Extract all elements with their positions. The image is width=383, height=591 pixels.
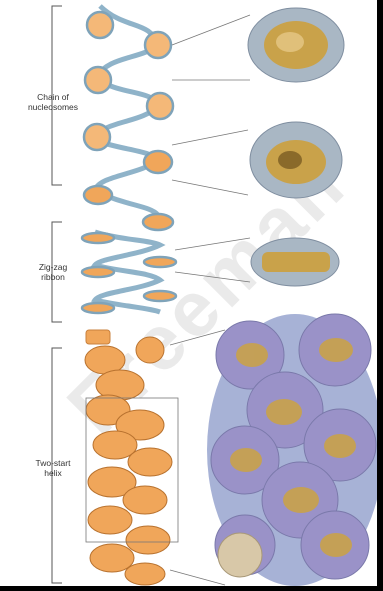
nucleosome [144, 291, 176, 301]
label-line: nucleosomes [18, 102, 88, 112]
nucleosome-structure-top [248, 8, 344, 82]
histone-core [320, 533, 352, 557]
histone-core [324, 434, 356, 458]
nucleosome-stack [88, 506, 132, 534]
nucleosome [82, 303, 114, 313]
label-line: Zig-zag [18, 262, 88, 272]
label-chain-of-nucleosomes: Chain of nucleosomes [18, 92, 88, 112]
nucleosome-stack [123, 486, 167, 514]
nucleosome [147, 93, 173, 119]
nucleosome [143, 214, 173, 230]
nucleosome [144, 151, 172, 173]
label-line: helix [18, 468, 88, 478]
figure-panel: Freeman [0, 0, 377, 586]
nucleosome [82, 233, 114, 243]
highlighted-nucleosome [218, 533, 262, 577]
nucleosome-structure-middle [250, 122, 342, 198]
nucleosome [84, 186, 112, 204]
two-start-helix [85, 330, 178, 585]
two-start-structure [207, 314, 377, 586]
nucleosome-stack [90, 544, 134, 572]
chromatin-diagram [0, 0, 377, 586]
leader-line [172, 180, 248, 195]
nucleosome [84, 124, 110, 150]
label-two-start-helix: Two-start helix [18, 458, 88, 478]
label-line: ribbon [18, 272, 88, 282]
label-line: Two-start [18, 458, 88, 468]
leader-line [172, 130, 248, 145]
histone-core [230, 448, 262, 472]
nucleosome-stack [136, 337, 164, 363]
leader-line [175, 272, 250, 282]
histone-core [236, 343, 268, 367]
leader-line [170, 330, 225, 345]
nucleosome [87, 12, 113, 38]
nucleosome [145, 32, 171, 58]
nucleosome-stack [128, 448, 172, 476]
label-line: Chain of [18, 92, 88, 102]
nucleosome [144, 257, 176, 267]
nucleosome-structure-zigzag [251, 238, 339, 286]
leader-line [175, 238, 250, 250]
leader-line [172, 15, 250, 45]
leader-line [170, 570, 225, 585]
histone-core [266, 399, 302, 425]
label-zig-zag-ribbon: Zig-zag ribbon [18, 262, 88, 282]
nucleosome-stack [126, 526, 170, 554]
histone-core [319, 338, 353, 362]
nucleosome [85, 67, 111, 93]
histone-core-highlight [276, 32, 304, 52]
histone-core [283, 487, 319, 513]
histone-core [262, 252, 330, 272]
nucleosome-stack [125, 563, 165, 585]
histone-core-shadow [278, 151, 302, 169]
nucleosome-stack [86, 330, 110, 344]
